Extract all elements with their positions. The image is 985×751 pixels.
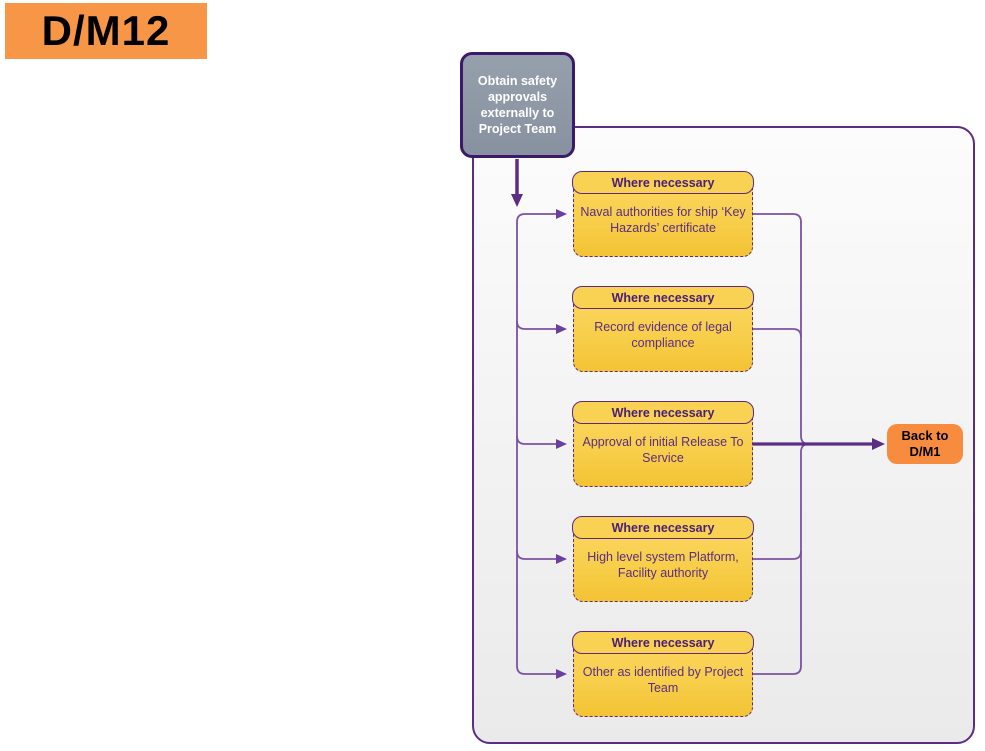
diagram-title: D/M12: [5, 3, 207, 59]
card-other-project-team: Where necessary Other as identified by P…: [572, 631, 754, 717]
back-to-dm1-node[interactable]: Back to D/M1: [887, 424, 963, 464]
card-body: Naval authorities for ship ‘Key Hazards’…: [580, 205, 746, 235]
start-node-label: Obtain safety approvals externally to Pr…: [477, 74, 558, 136]
diagram-title-label: D/M12: [41, 7, 171, 54]
card-naval-authorities: Where necessary Naval authorities for sh…: [572, 171, 754, 257]
card-body: Other as identified by Project Team: [582, 665, 744, 695]
card-platform-facility-authority: Where necessary High level system Platfo…: [572, 516, 754, 602]
card-body: High level system Platform, Facility aut…: [587, 550, 739, 580]
card-body: Record evidence of legal compliance: [594, 320, 732, 350]
card-header: Where necessary: [572, 171, 754, 195]
card-header: Where necessary: [572, 516, 754, 540]
end-node-label: Back to D/M1: [901, 428, 949, 459]
card-header: Where necessary: [572, 631, 754, 655]
card-header: Where necessary: [572, 286, 754, 310]
card-legal-compliance: Where necessary Record evidence of legal…: [572, 286, 754, 372]
card-release-to-service: Where necessary Approval of initial Rele…: [572, 401, 754, 487]
card-header: Where necessary: [572, 401, 754, 425]
card-body: Approval of initial Release To Service: [582, 435, 744, 465]
start-node-obtain-safety-approvals: Obtain safety approvals externally to Pr…: [460, 52, 575, 158]
